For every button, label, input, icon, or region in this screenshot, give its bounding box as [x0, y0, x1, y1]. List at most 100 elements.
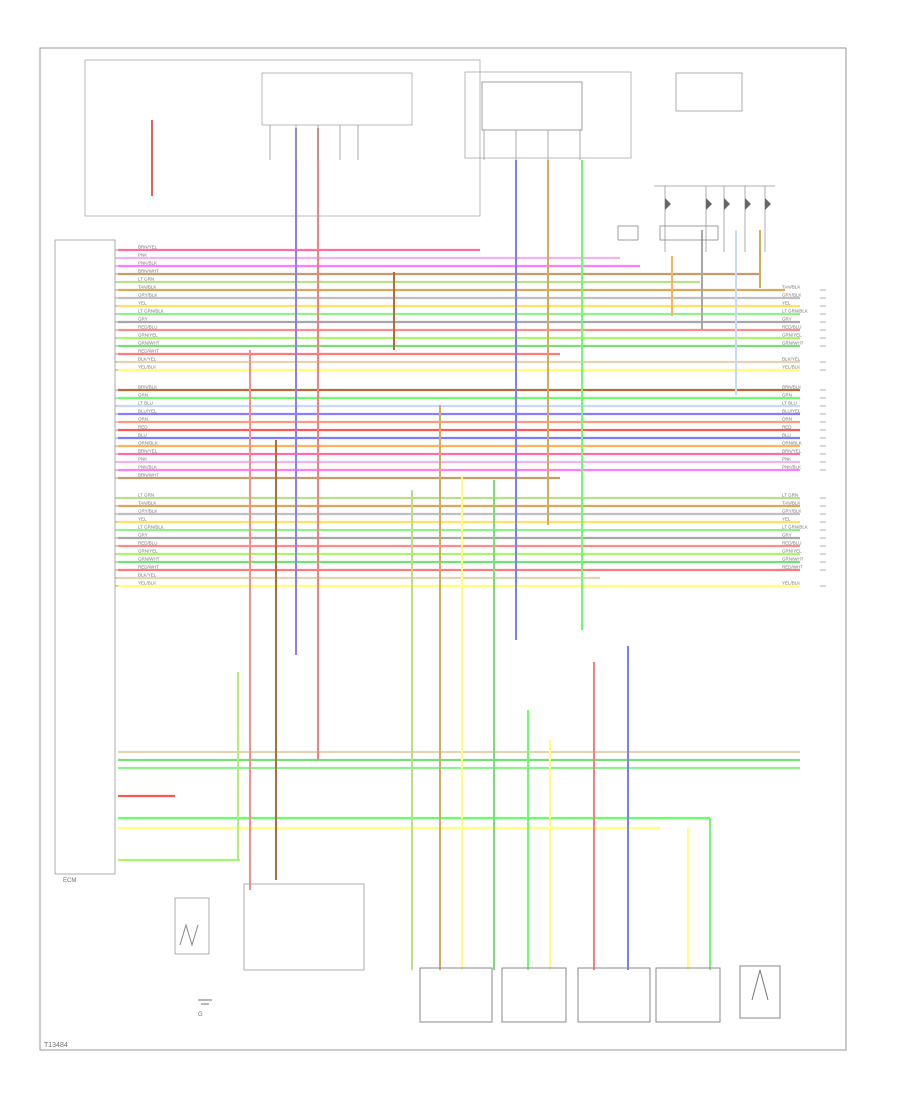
wire-color-label: GRN/YEL — [138, 333, 158, 338]
wire-color-label: LT GRN/BLK — [138, 525, 164, 530]
wheel-sensor-lf — [655, 967, 721, 1023]
wire-color-label: TAN/BLK — [138, 501, 156, 506]
wire-color-label-right: GRY — [782, 317, 792, 322]
wire-color-label: GRY/BLK — [138, 509, 157, 514]
wheel-sensor-rf — [577, 967, 651, 1023]
wire-color-label-right: GRN/YEL — [782, 549, 802, 554]
wire-color-label-right: YEL — [782, 517, 791, 522]
wire-color-label-right: LT BLU — [782, 401, 797, 406]
wire-color-label-right: LT GRN — [782, 493, 798, 498]
bottom-components — [174, 883, 781, 1023]
wire-color-label-right: PNK/BLK — [782, 465, 801, 470]
wire-color-label-right: PNK — [782, 457, 791, 462]
ecm-pin-column — [115, 249, 122, 587]
wire-color-label-right: BLU — [782, 433, 791, 438]
wire-color-label-right: ORN/BLK — [782, 441, 802, 446]
wire-color-label: BLU/YEL — [138, 409, 157, 414]
wire-color-label: LT GRN/BLK — [138, 309, 164, 314]
ecm-outline — [54, 239, 116, 875]
wire-color-label-right: BLK/YEL — [782, 357, 801, 362]
wire-color-label: RED/WHT — [138, 349, 159, 354]
wire-color-label: GRY/BLK — [138, 293, 157, 298]
ground-label: G — [198, 1012, 203, 1018]
wire-color-label: GRY — [138, 317, 148, 322]
vertical-wires-layer — [151, 120, 766, 970]
wire-color-label-right: YEL/BLK — [782, 365, 800, 370]
wire-color-label: RED — [138, 425, 148, 430]
wire-color-label: BRN/YEL — [138, 245, 158, 250]
wire-color-label: PNK/BLK — [138, 465, 157, 470]
wire-color-label: GRN/WHT — [138, 341, 160, 346]
resistor-block — [659, 225, 719, 241]
wire-color-label-right: BRN/YEL — [782, 449, 802, 454]
wire-color-label: GRN/YEL — [138, 549, 158, 554]
wire-color-label: YEL — [138, 301, 147, 306]
wire-color-label: LT BLU — [138, 401, 153, 406]
wire-color-label: BRN/BLK — [138, 385, 157, 390]
wires-layer — [118, 248, 800, 862]
wire-color-label-right: RED — [782, 425, 792, 430]
wire-color-label: ORN — [138, 417, 148, 422]
data-link-connector-box — [243, 883, 365, 971]
switch-box — [739, 965, 781, 1019]
wire-color-label-right: LT GRN/BLK — [782, 309, 808, 314]
wire-color-label-right: YEL/BLK — [782, 581, 800, 586]
relay-box-outline — [261, 72, 413, 126]
wire-color-label: LT GRN — [138, 493, 154, 498]
wire-color-label-right: GRY — [782, 533, 792, 538]
wire-color-label-right: RED/BLU — [782, 541, 802, 546]
wire-color-label-right: GRY/BLK — [782, 509, 801, 514]
wire-color-label-right: GRY/BLK — [782, 293, 801, 298]
wire-color-label: BRN/WHT — [138, 473, 159, 478]
crank-sensor-box — [174, 897, 210, 955]
wire-color-label: YEL/BLK — [138, 365, 156, 370]
wire-color-label: YEL — [138, 517, 147, 522]
switch-icon — [751, 969, 769, 1001]
wire-labels-layer: BRN/YEL PNK PNK/BLK BRN/WHT LT GRN TAN/BLK TAN… — [138, 245, 808, 586]
wire-color-label: PNK — [138, 457, 147, 462]
sensor-coil-icon — [179, 923, 199, 947]
wheel-sensor-lr — [501, 967, 567, 1023]
wire-color-label-right: GRN — [782, 393, 792, 398]
wire-color-label: LT GRN — [138, 277, 154, 282]
sensor-relay-outline — [675, 72, 743, 112]
wire-color-label: RED/BLU — [138, 541, 158, 546]
connector-c-group — [617, 185, 775, 241]
diode-icons — [665, 198, 771, 210]
wire-color-label: RED/WHT — [138, 565, 159, 570]
wire-color-label: PNK/BLK — [138, 261, 157, 266]
resistor-symbol — [617, 225, 639, 241]
wire-color-label: YEL/BLK — [138, 581, 156, 586]
wheel-sensor-rr — [419, 967, 493, 1023]
wire-color-label: BRN/WHT — [138, 269, 159, 274]
wire-color-label-right: TAN/BLK — [782, 501, 800, 506]
wire-color-label: BLK/YEL — [138, 357, 157, 362]
wire-color-label-right: BLU/YEL — [782, 409, 801, 414]
wire-color-label: GRN/WHT — [138, 557, 160, 562]
wire-color-label: BLK/YEL — [138, 573, 157, 578]
wire-color-label-right: RED/WHT — [782, 565, 803, 570]
wire-color-label: GRY — [138, 533, 148, 538]
wire-color-label-right: YEL — [782, 301, 791, 306]
wire-color-label: ORN/BLK — [138, 441, 158, 446]
wire-color-label-right: GRN/YEL — [782, 333, 802, 338]
wire-color-label-right: GRN/WHT — [782, 557, 804, 562]
corner-code: T13484 — [44, 1042, 68, 1049]
wire-color-label: PNK — [138, 253, 147, 258]
diagram-border — [39, 47, 847, 1051]
wire-color-label-right: BRN/BLK — [782, 385, 801, 390]
main-relay-inner — [481, 81, 583, 131]
right-connector-ticks — [820, 289, 826, 587]
wire-color-label-right: TAN/BLK — [782, 285, 800, 290]
wire-color-label-right: ORN — [782, 417, 792, 422]
wire-color-label: BRN/YEL — [138, 449, 158, 454]
wire-color-label-right: GRN/WHT — [782, 341, 804, 346]
wire-color-label: GRN — [138, 393, 148, 398]
ecm-caption: ECM — [63, 878, 76, 884]
fuse-box-outline — [84, 59, 481, 217]
wire-color-label: BLU — [138, 433, 147, 438]
wire-color-label-right: RED/BLU — [782, 325, 802, 330]
wire-color-label: TAN/BLK — [138, 285, 156, 290]
wire-color-label-right: LT GRN/BLK — [782, 525, 808, 530]
